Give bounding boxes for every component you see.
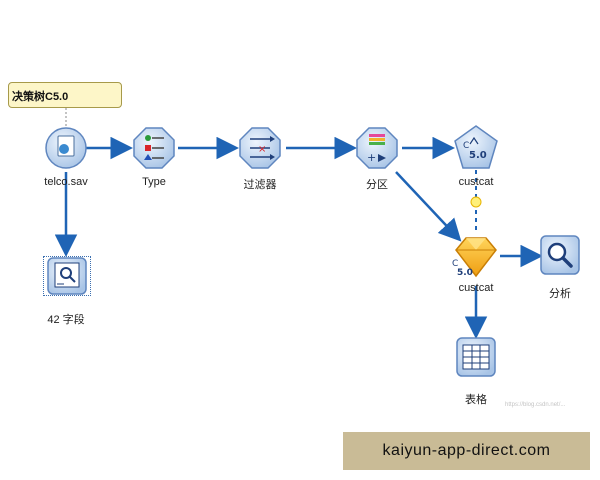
link-partition-nugget[interactable] [395,171,462,242]
filter-node-icon[interactable]: × [239,127,281,169]
selection-outline [43,256,91,296]
node-label-type: Type [142,176,166,188]
node-label-telco: telco.sav [44,176,88,188]
table-node-icon[interactable] [456,337,496,377]
node-label-partition: 分区 [366,179,388,191]
node-label-custcat-nugget: custcat [458,282,494,294]
nugget-glyph: 5.0 [457,268,473,278]
comment-note[interactable]: 决策树C5.0 [8,82,122,108]
node-label-custcat-model: custcat [458,176,494,188]
data-audit-node-icon[interactable] [47,257,87,295]
faint-source-url: https://blog.csdn.net/... [505,402,566,408]
telco-node-icon[interactable] [45,127,87,169]
c50-modeler-node-icon[interactable]: C [454,125,498,169]
model-nugget-icon[interactable]: C [452,237,497,278]
analysis-node-icon[interactable] [540,235,580,275]
node-label-analysis: 分析 [549,288,571,300]
node-label-table: 表格 [465,394,487,406]
partition-node-icon[interactable]: + [356,127,398,169]
svg-text:×: × [258,144,266,155]
svg-text:C: C [452,259,458,269]
node-label-filter: 过滤器 [243,179,277,191]
watermark-banner: kaiyun-app-direct.com [343,432,590,470]
comment-text: 决策树C5.0 [12,91,69,103]
model-update-star-icon [470,196,482,208]
c50-modeler-glyph: 5.0 [469,150,487,161]
watermark-text: kaiyun-app-direct.com [382,442,551,459]
type-node-icon[interactable] [133,127,175,169]
svg-text:+: + [367,151,376,164]
svg-text:C: C [463,141,469,151]
node-label-fields: 42 字段 [47,314,85,326]
